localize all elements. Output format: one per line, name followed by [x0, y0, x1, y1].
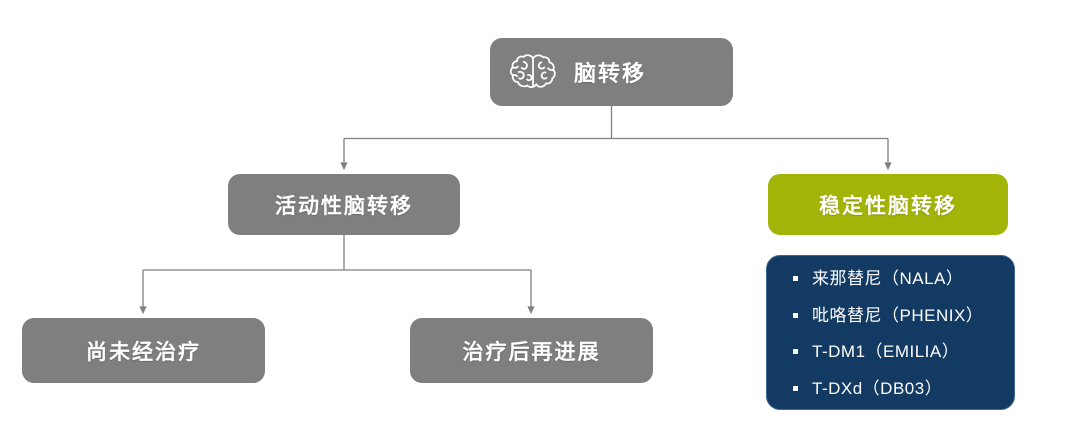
regimen-label: 吡咯替尼（PHENIX） — [812, 305, 984, 325]
node-stable-label: 稳定性脑转移 — [819, 194, 957, 218]
brain-icon — [509, 54, 556, 88]
square-bullet-icon — [793, 385, 798, 391]
node-untreated-label: 尚未经治疗 — [86, 340, 201, 364]
list-item[interactable]: T-DM1（EMILIA） — [781, 343, 1004, 360]
regimen-list-panel: 来那替尼（NALA） 吡咯替尼（PHENIX） T-DM1（EMILIA） T-… — [766, 255, 1015, 410]
list-item[interactable]: 来那替尼（NALA） — [781, 270, 1004, 287]
node-untreated[interactable]: 尚未经治疗 — [22, 318, 265, 383]
regimen-label: T-DM1（EMILIA） — [812, 342, 960, 362]
regimen-label: T-DXd（DB03） — [812, 378, 943, 398]
square-bullet-icon — [793, 312, 798, 318]
square-bullet-icon — [793, 349, 798, 355]
node-active-brain-metastasis[interactable]: 活动性脑转移 — [228, 174, 460, 235]
root-label: 脑转移 — [574, 61, 647, 86]
node-progressed-label: 治疗后再进展 — [462, 340, 601, 364]
regimen-label: 来那替尼（NALA） — [812, 269, 964, 288]
node-stable-brain-metastasis[interactable]: 稳定性脑转移 — [768, 174, 1008, 235]
list-item[interactable]: 吡咯替尼（PHENIX） — [781, 307, 1004, 324]
list-item[interactable]: T-DXd（DB03） — [781, 380, 1004, 397]
square-bullet-icon — [793, 276, 798, 281]
node-progressed-after-treatment[interactable]: 治疗后再进展 — [410, 318, 653, 383]
node-active-label: 活动性脑转移 — [275, 194, 413, 218]
node-brain-metastasis-root[interactable]: 脑转移 — [490, 38, 733, 106]
